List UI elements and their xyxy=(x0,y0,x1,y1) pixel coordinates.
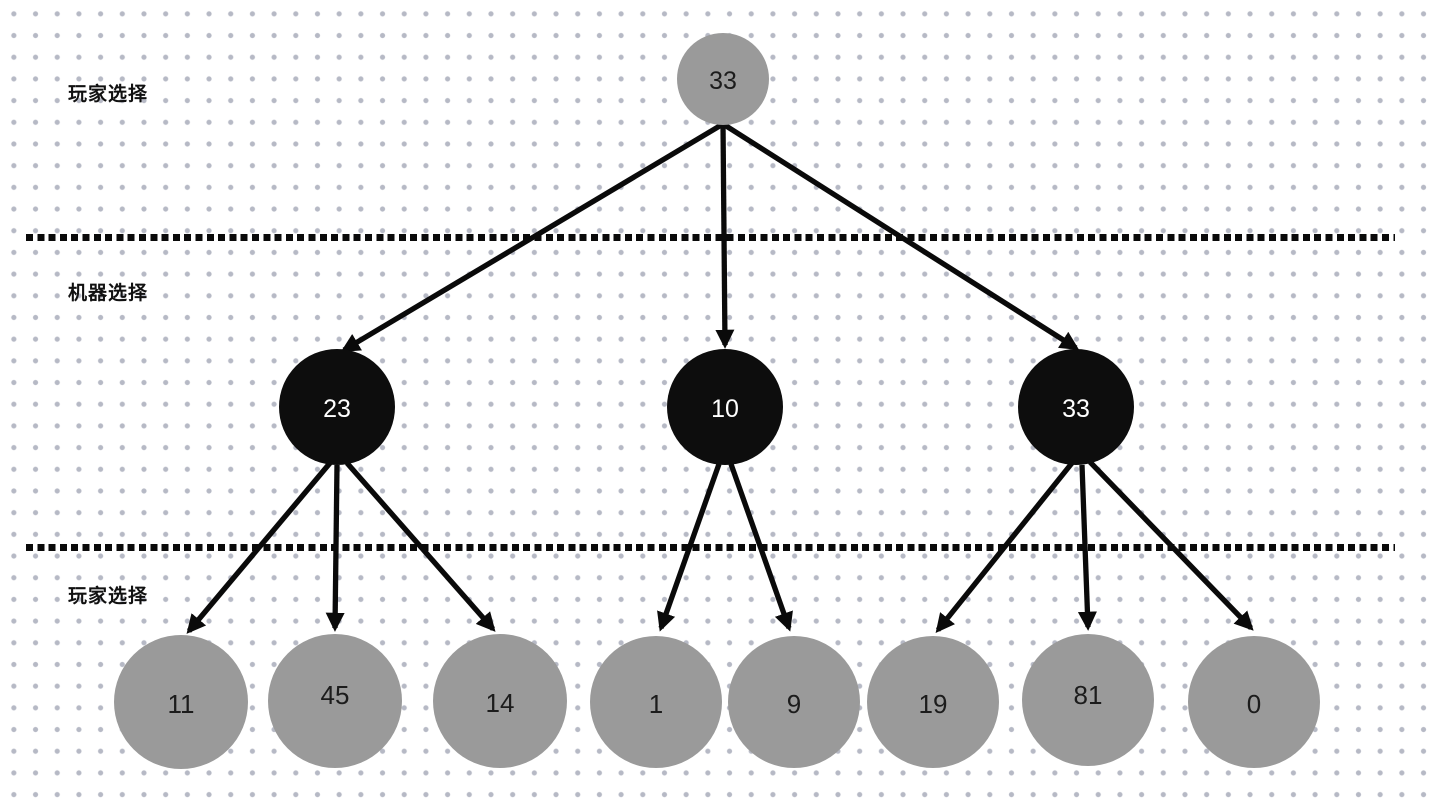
machine-node-23: 23 xyxy=(279,349,395,465)
dashed-divider-top xyxy=(26,234,1395,241)
leaf-node-0-circle xyxy=(1188,636,1320,768)
machine-node-33: 33 xyxy=(1018,349,1134,465)
edge-10-to-9 xyxy=(728,463,793,632)
edge-root-to-10 xyxy=(715,123,735,349)
machine-node-23-value: 23 xyxy=(323,395,351,423)
machine-node-10: 10 xyxy=(667,349,783,465)
leaf-node-1-circle xyxy=(590,636,722,768)
edge-23-to-11 xyxy=(186,461,333,634)
machine-node-10-circle xyxy=(667,349,783,465)
level-label-player-bottom: 玩家选择 xyxy=(68,586,149,607)
edge-33-to-19 xyxy=(935,461,1075,633)
edge-root-to-23 xyxy=(340,121,725,353)
edge-root-to-33 xyxy=(721,121,1080,351)
leaf-node-14-circle xyxy=(433,634,567,768)
root-node: 33 xyxy=(677,33,769,125)
leaf-node-19-circle xyxy=(867,636,999,768)
level-label-player-top: 玩家选择 xyxy=(68,84,149,105)
leaf-node-11-value: 11 xyxy=(168,689,195,719)
leaf-node-14: 14 xyxy=(433,634,567,768)
leaf-node-0-value: 0 xyxy=(1247,689,1261,719)
leaf-node-81: 81 xyxy=(1022,634,1154,766)
machine-node-23-circle xyxy=(279,349,395,465)
edge-23-to-14 xyxy=(345,461,496,632)
leaf-node-1: 1 xyxy=(590,636,722,768)
edge-33-to-81 xyxy=(1077,464,1097,631)
leaf-node-45-value: 45 xyxy=(321,680,350,710)
machine-node-10-value: 10 xyxy=(711,395,739,423)
leaf-node-1-value: 1 xyxy=(649,689,663,719)
leaf-node-9-circle xyxy=(728,636,860,768)
edge-33-to-0 xyxy=(1088,460,1254,631)
leaf-node-45: 45 xyxy=(268,634,402,768)
leaf-node-0: 0 xyxy=(1188,636,1320,768)
leaf-node-9-value: 9 xyxy=(787,689,801,719)
level-label-machine: 机器选择 xyxy=(68,283,149,304)
machine-node-33-circle xyxy=(1018,349,1134,465)
leaf-node-45-circle xyxy=(268,634,402,768)
leaf-node-14-value: 14 xyxy=(486,688,515,718)
leaf-node-9: 9 xyxy=(728,636,860,768)
leaf-node-11: 11 xyxy=(114,635,248,769)
leaf-node-81-value: 81 xyxy=(1074,680,1103,710)
machine-node-33-value: 33 xyxy=(1062,395,1090,423)
leaf-node-81-circle xyxy=(1022,634,1154,766)
root-node-circle xyxy=(677,33,769,125)
leaf-node-19-value: 19 xyxy=(919,689,948,719)
edge-23-to-45 xyxy=(325,464,345,632)
leaf-node-19: 19 xyxy=(867,636,999,768)
root-node-value: 33 xyxy=(709,67,737,95)
dashed-divider-bottom xyxy=(26,544,1395,551)
edge-10-to-1 xyxy=(657,463,722,632)
leaf-node-11-circle xyxy=(114,635,248,769)
